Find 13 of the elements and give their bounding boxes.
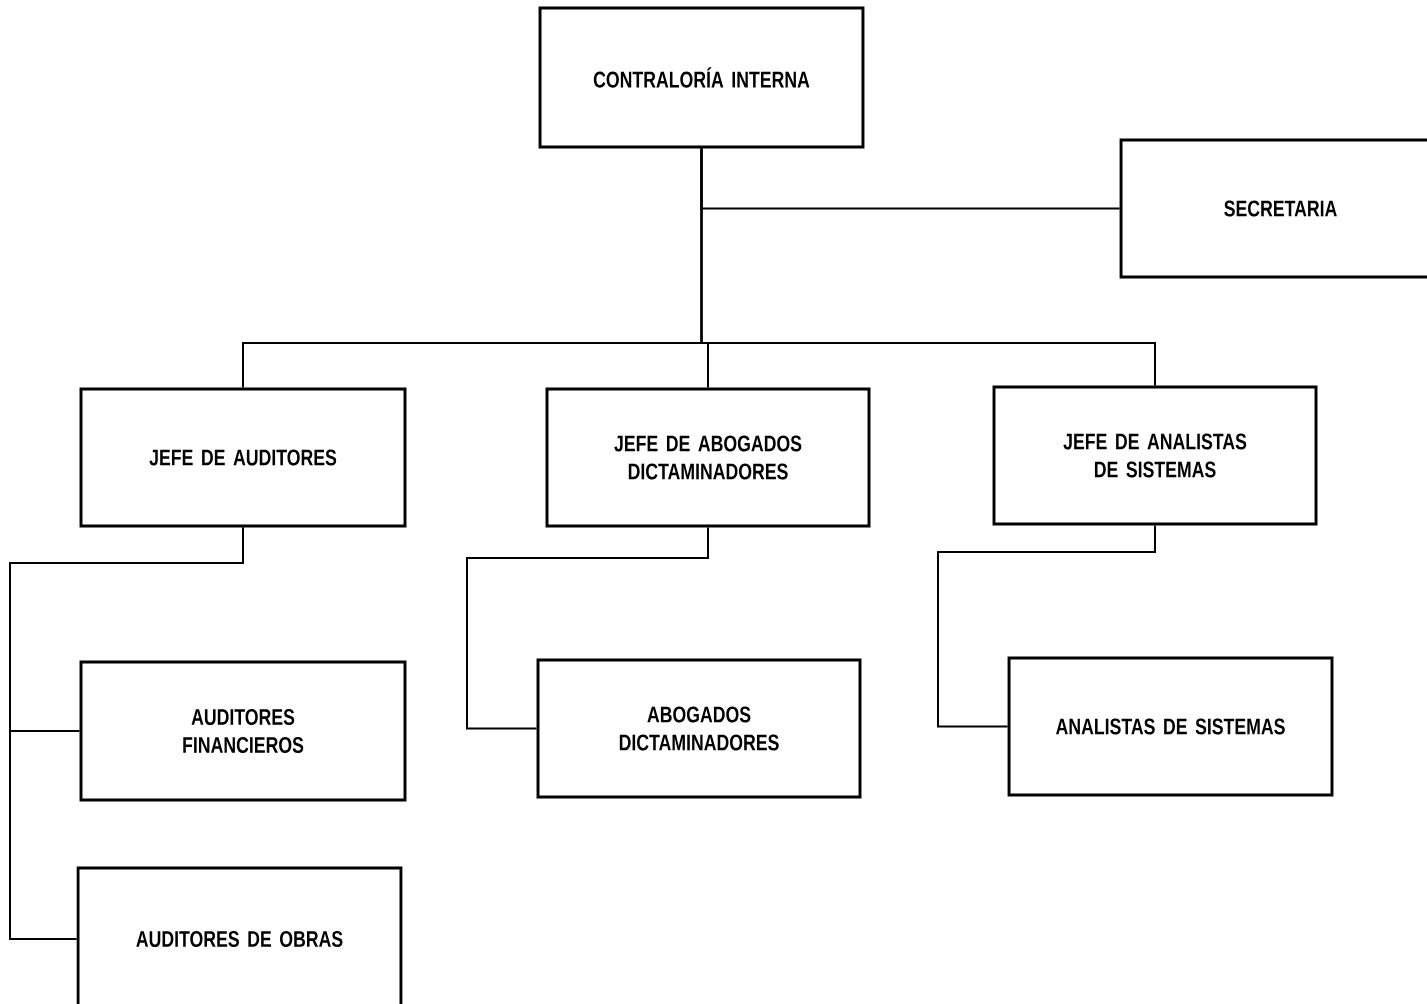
- org-box: CONTRALORÍA INTERNA: [538, 6, 865, 149]
- org-box: AUDITORES DE OBRAS: [76, 866, 403, 1004]
- connector-line: [700, 147, 1156, 387]
- org-box: JEFE DE ABOGADOS DICTAMINADORES: [545, 387, 871, 528]
- org-box: JEFE DE ANALISTAS DE SISTEMAS: [992, 385, 1318, 526]
- connector-line: [937, 524, 1156, 728]
- org-box: SECRETARIA: [1119, 138, 1427, 279]
- org-box: JEFE DE AUDITORES: [79, 387, 407, 528]
- connector-line: [9, 526, 244, 940]
- org-box: ANALISTAS DE SISTEMAS: [1007, 656, 1334, 797]
- connector-line: [466, 526, 709, 730]
- org-box: AUDITORES FINANCIEROS: [79, 660, 407, 802]
- org-box: ABOGADOS DICTAMINADORES: [536, 658, 862, 799]
